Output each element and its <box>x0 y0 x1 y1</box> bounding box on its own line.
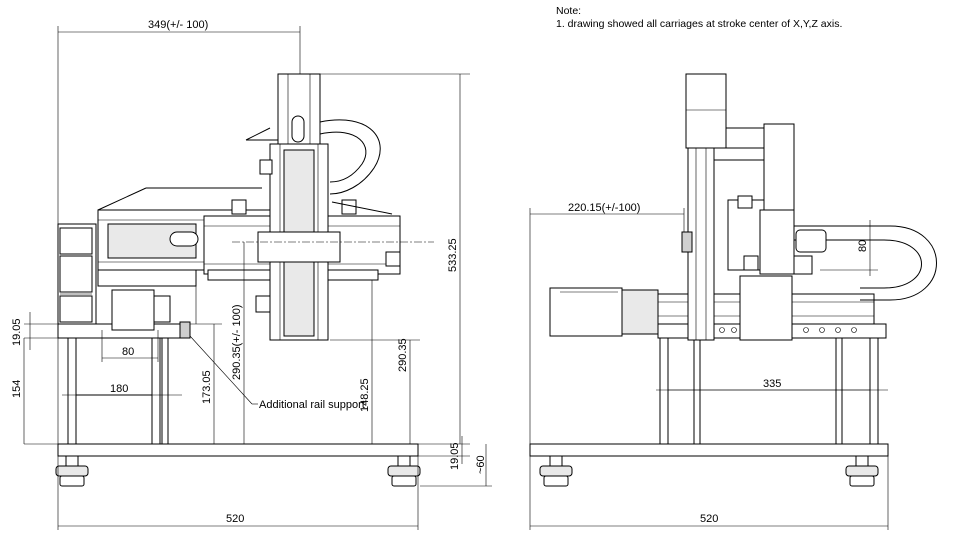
note-line-1: 1. drawing showed all carriages at strok… <box>556 18 842 30</box>
side-base-plate <box>529 443 889 457</box>
dim-top-width: 349(+/- 100) <box>148 19 208 31</box>
side-cable-chain <box>794 225 937 301</box>
side-right-foot <box>845 455 879 487</box>
front-right-foot <box>387 455 421 487</box>
dim-base-width: 520 <box>226 513 244 525</box>
dim-base-1905: 19.05 <box>449 442 461 470</box>
dim-width-80: 80 <box>122 346 134 358</box>
dim-height-173: 173.05 <box>201 370 213 404</box>
front-base-plate <box>57 443 419 457</box>
rail-support-block <box>179 321 191 339</box>
dim-reach: 220.15(+/-100) <box>568 202 640 214</box>
note-block: Note: 1. drawing showed all carriages at… <box>556 5 842 30</box>
front-left-controller <box>57 223 97 325</box>
dim-foot-60: ~60 <box>475 455 487 474</box>
front-left-foot <box>55 455 89 487</box>
dim-left-1905: 19.05 <box>11 318 23 346</box>
dim-side-height-80: 80 <box>857 240 869 252</box>
dim-height-290-center: 290.35(+/- 100) <box>231 304 243 380</box>
front-dimensions: 349(+/- 100) 533.25 290.35 148.25 290.35… <box>11 19 492 530</box>
side-dimensions: 220.15(+/-100) 80 335 520 <box>529 202 889 530</box>
dim-side-base-width: 520 <box>700 513 718 525</box>
dim-total-height: 533.25 <box>447 238 459 272</box>
dim-height-290-right: 290.35 <box>397 338 409 372</box>
dim-width-180: 180 <box>110 383 128 395</box>
dim-left-154: 154 <box>11 380 23 398</box>
callout-rail-support: Additional rail support <box>259 399 365 411</box>
front-cable-chain <box>319 119 381 195</box>
note-heading: Note: <box>556 5 581 17</box>
side-left-motor <box>549 287 659 337</box>
front-view: 349(+/- 100) 533.25 290.35 148.25 290.35… <box>11 19 492 530</box>
side-view: 220.15(+/-100) 80 335 520 <box>529 73 937 530</box>
dim-width-335: 335 <box>763 378 781 390</box>
side-z-actuator <box>681 73 767 341</box>
front-z-actuator <box>245 73 341 341</box>
side-table-legs <box>659 337 879 445</box>
side-carriage <box>739 275 793 341</box>
side-head-block <box>727 123 813 275</box>
dim-height-148: 148.25 <box>359 378 371 412</box>
side-left-foot <box>539 455 573 487</box>
